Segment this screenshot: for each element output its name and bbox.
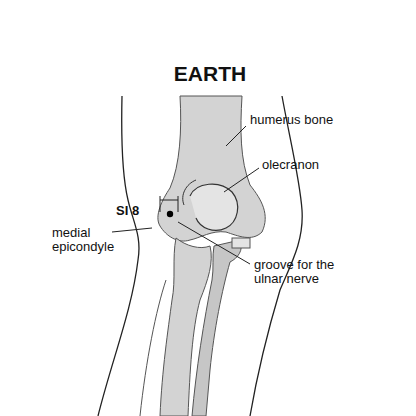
bone-contour bbox=[183, 180, 196, 205]
part-label: humerus bone bbox=[250, 113, 370, 127]
part-label: olecranon bbox=[262, 158, 372, 172]
bone-contour bbox=[140, 280, 166, 416]
olecranon-process bbox=[190, 184, 238, 230]
point-label: SI 8 bbox=[116, 204, 156, 218]
arm-outline bbox=[250, 96, 302, 416]
leader-line bbox=[112, 228, 152, 232]
leader-line bbox=[224, 168, 259, 192]
leader-line bbox=[178, 222, 250, 264]
measure-bracket bbox=[160, 196, 178, 212]
arm-outline bbox=[98, 96, 139, 416]
leader-line bbox=[226, 126, 246, 146]
part-label: groove for the ulnar nerve bbox=[254, 258, 364, 286]
part-label: medial epicondyle bbox=[52, 226, 124, 254]
acupoint-dot bbox=[167, 211, 173, 217]
radius-bone bbox=[192, 240, 241, 416]
humerus-bone bbox=[158, 96, 265, 241]
diagram-title: EARTH bbox=[2, 62, 416, 86]
radial-head bbox=[232, 238, 250, 248]
